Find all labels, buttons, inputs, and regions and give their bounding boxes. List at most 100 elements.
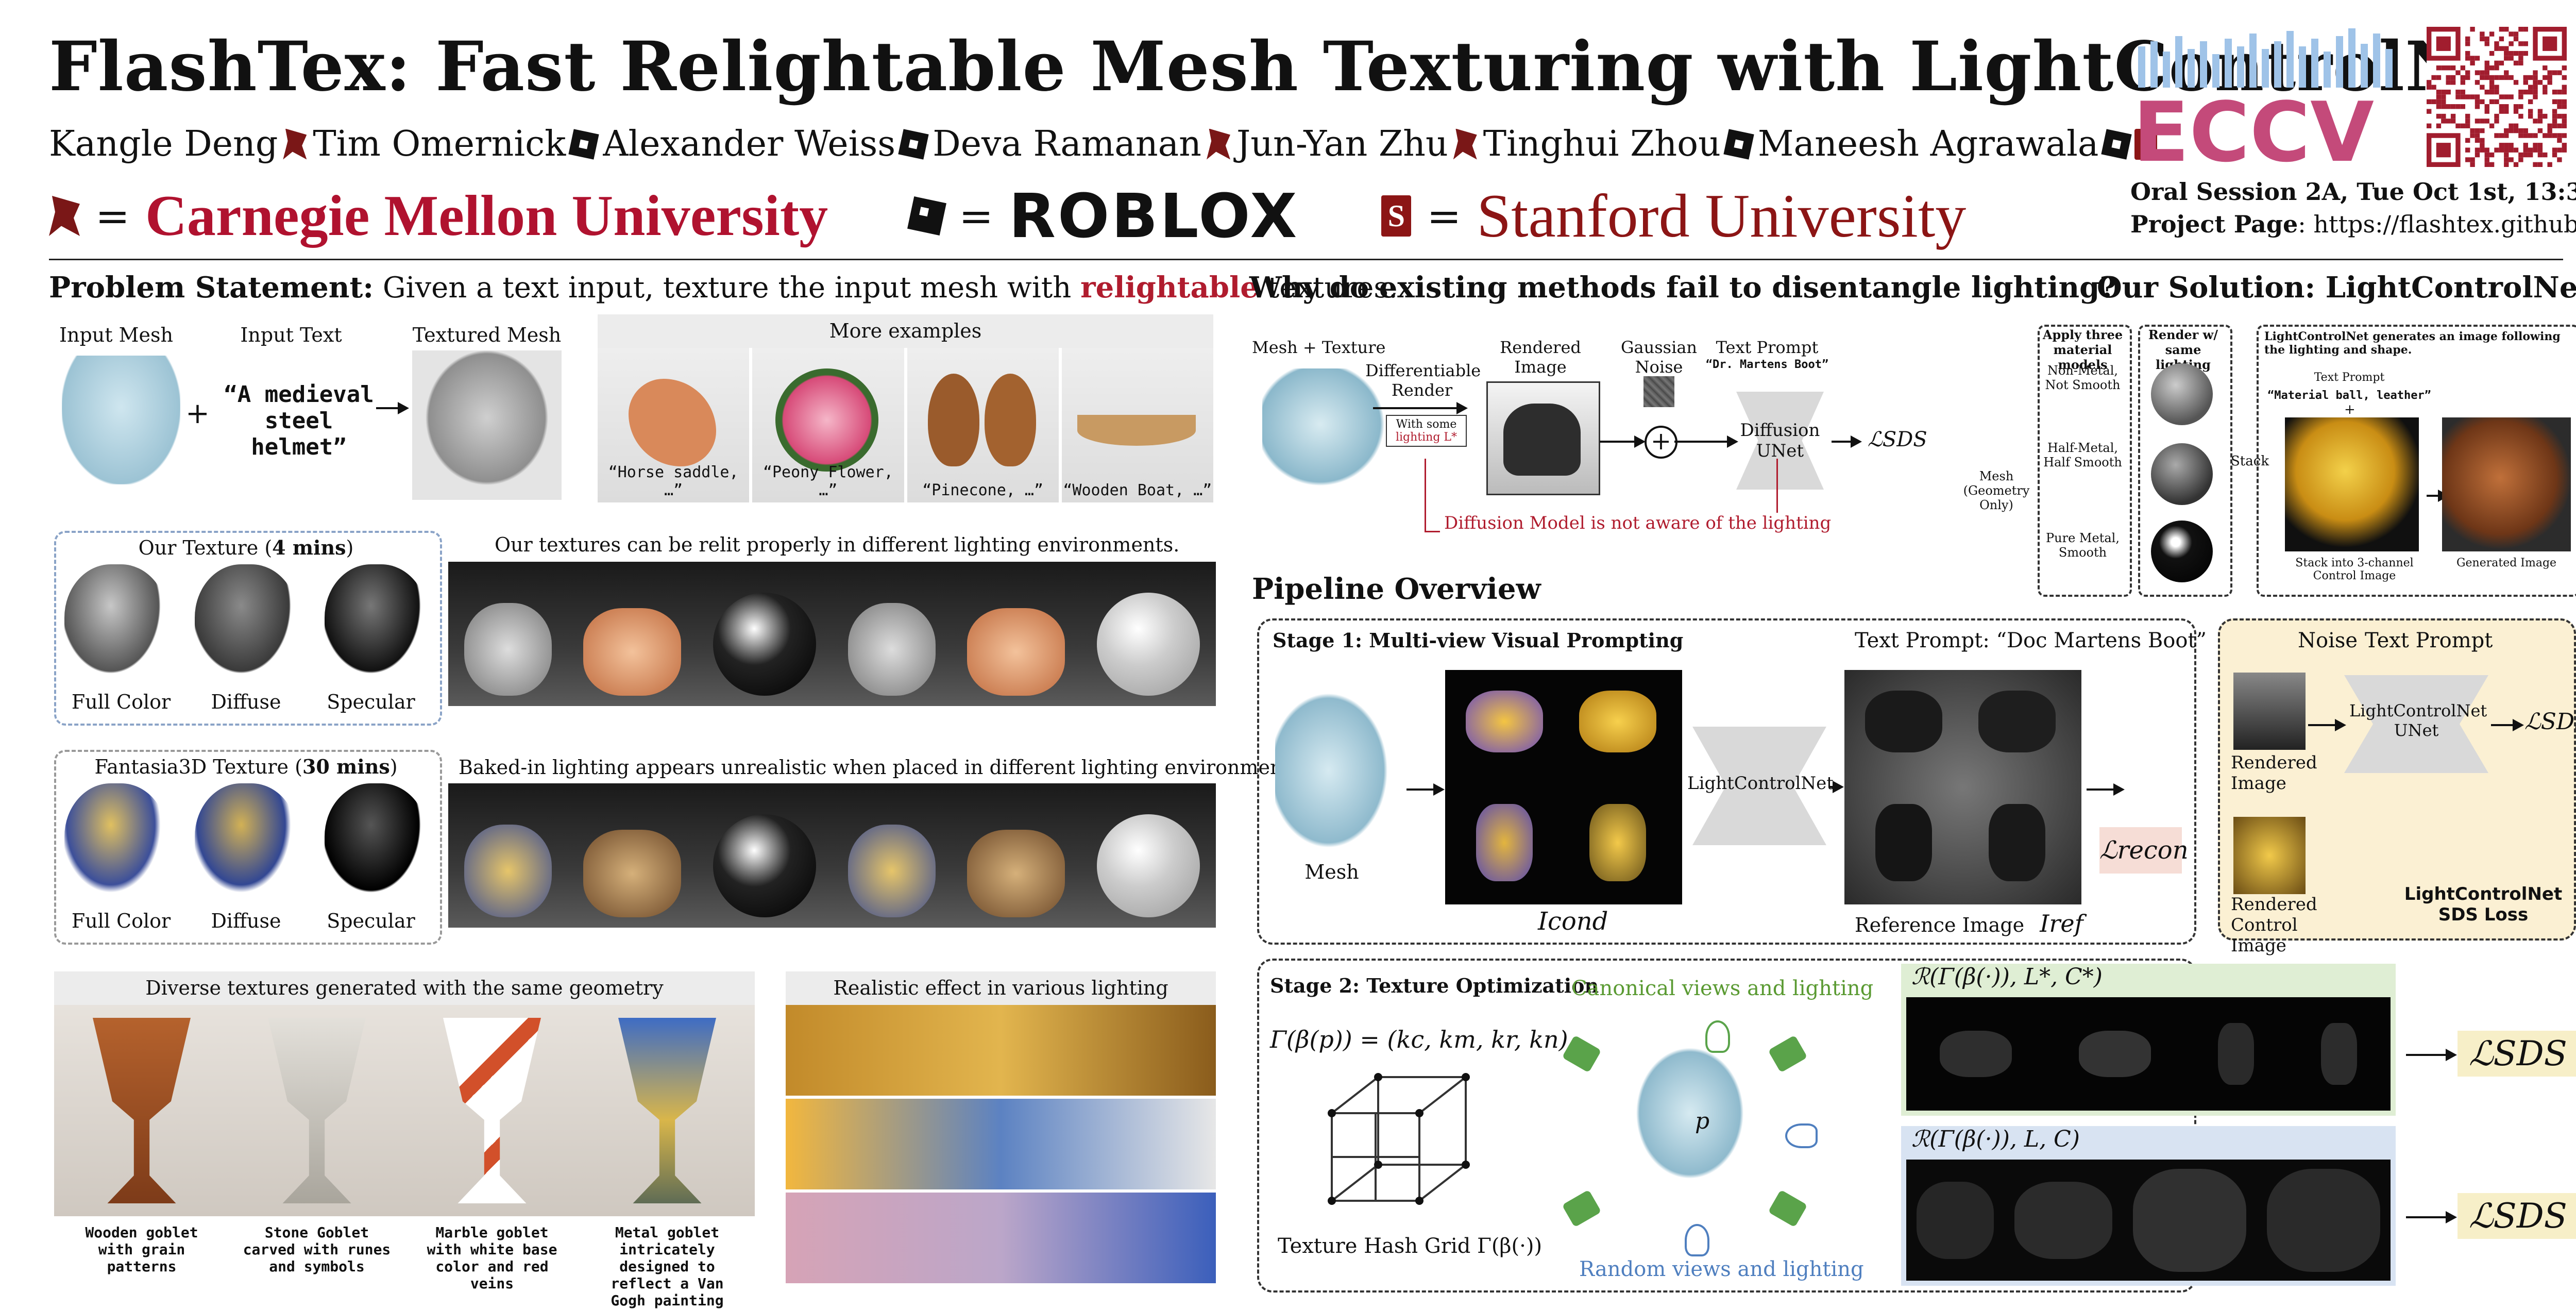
goblet-gallery [54, 1005, 755, 1216]
canonical-sds-loss: ℒSDS [2458, 1031, 2576, 1077]
goblet-metal [618, 1018, 716, 1203]
arrow-icon [2406, 1049, 2457, 1061]
example-pinecone: “Pinecone, …” [907, 348, 1059, 502]
noise-patch [1643, 376, 1674, 407]
session-info: Oral Session 2A, Tue Oct 1st, 13:30–15:3… [2130, 178, 2576, 206]
diff-render-label: Differentiable Render [1365, 361, 1481, 400]
cmu-logo-icon [1453, 128, 1477, 160]
header-divider [49, 259, 2563, 260]
hash-grid-label: Texture Hash Grid Γ(β(·)) [1278, 1234, 1543, 1258]
hash-grid-icon [1328, 1073, 1470, 1205]
cmu-logo-icon [49, 196, 80, 236]
goblet-marble [443, 1018, 541, 1203]
arrow-icon [2491, 719, 2524, 731]
more-examples-header: More examples [598, 314, 1213, 348]
generation-box [2257, 325, 2576, 597]
sds-loss-label: ℒSDS [1868, 428, 1927, 451]
r-random-label: ℛ(Γ(β(·)), L, C) [1911, 1126, 2080, 1152]
generated-label: Generated Image [2456, 557, 2557, 569]
random-label: Random views and lighting [1579, 1257, 1864, 1281]
our-full-color [64, 564, 167, 683]
random-render-image [1906, 1160, 2391, 1281]
cmu-logo-icon [283, 128, 307, 160]
sds-noise-label: Noise [2298, 629, 2358, 652]
qr-code[interactable] [2427, 27, 2567, 167]
control-image [2285, 417, 2419, 551]
arrow-icon [1600, 435, 1646, 448]
stack-label: Stack [2231, 454, 2269, 469]
author-6: Tinghui Zhou [1483, 124, 1754, 164]
project-link[interactable]: https://flashtex.github.io/ [2313, 210, 2576, 238]
generated-image [2442, 417, 2571, 551]
not-aware-text: Diffusion Model is not aware of the ligh… [1440, 513, 1836, 533]
why-heading: Why do existing methods fail to disentan… [1249, 271, 2117, 305]
gamma-equation: Γ(β(p)) = (kc, km, kr, kn) [1270, 1026, 1568, 1053]
generates-label: LightControlNet generates an image follo… [2264, 330, 2561, 357]
relit-strip [448, 562, 1216, 706]
roblox-logo-icon [2101, 128, 2132, 160]
relit-caption: Our textures can be relit properly in di… [495, 533, 1180, 556]
fantasia-box [54, 750, 442, 945]
light-bulb-icon [1685, 1224, 1709, 1256]
input-text-label: Input Text [240, 324, 342, 346]
our-texture-title: Our Texture (4 mins) [138, 536, 354, 559]
stage1-title: Stage 1: Multi-view Visual Prompting [1273, 629, 1684, 652]
lighting-note: With some lighting L* [1386, 415, 1467, 447]
more-examples-gallery: “Horse saddle, …” “Peony Flower, …” “Pin… [598, 348, 1213, 502]
author-2: Tim Omernick [313, 124, 600, 164]
example-saddle: “Horse saddle, …” [598, 348, 750, 502]
rendered-boot-image [1486, 381, 1600, 495]
material-2: Half-Metal, Half Smooth [2043, 441, 2122, 469]
cmu-logo-icon [1206, 128, 1230, 160]
sds-rendered-image [2233, 673, 2306, 750]
stage2-title: Stage 2: Texture Optimization [1270, 974, 1599, 997]
apply-three-label: Apply three material models [2042, 327, 2123, 372]
render-column [2138, 325, 2232, 597]
fantasia-labels: Full Color Diffuse Specular [71, 910, 415, 932]
goblet-stone [268, 1018, 366, 1203]
problem-heading: Problem Statement: Given a text input, t… [49, 271, 1398, 305]
canonical-label: Canonical views and lighting [1571, 977, 1874, 1000]
roblox-logo-icon [1723, 128, 1754, 160]
author-1: Kangle Deng [49, 124, 307, 164]
textured-mesh-label: Textured Mesh [412, 324, 562, 346]
arrow-icon [1832, 435, 1862, 448]
our-texture-images [64, 564, 428, 688]
boot-mesh-image [1262, 368, 1391, 492]
material-1: Non-Metal, Not Smooth [2045, 363, 2121, 392]
example-boat: “Wooden Boat, …” [1061, 348, 1213, 502]
plus-sign: + [185, 397, 210, 430]
example-peony: “Peony Flower, …” [752, 348, 904, 502]
lighting-row-3 [786, 1193, 1216, 1283]
add-circle-icon: + [1645, 426, 1677, 459]
sds-rendered-label: Rendered Image [2231, 752, 2317, 794]
r-canon-label: ℛ(Γ(β(·)), L*, C*) [1911, 964, 2103, 990]
our-texture-labels: Full Color Diffuse Specular [71, 691, 415, 713]
stage1-mesh-image [1275, 685, 1394, 855]
point-p-label: p [1695, 1108, 1710, 1134]
our-texture-box [54, 531, 442, 726]
roblox-affiliation: ROBLOX [1009, 180, 1299, 251]
fantasia-images [64, 783, 428, 907]
author-5: Jun-Yan Zhu [1236, 124, 1477, 164]
lightcontrolnet-label: LightControlNet [1687, 773, 1834, 794]
prompt-value: “Dr. Martens Boot” [1705, 358, 1829, 371]
author-3: Alexander Weiss [603, 124, 929, 164]
recon-loss: ℒrecon [2099, 827, 2189, 874]
mesh-texture-label: Mesh + Texture [1252, 338, 1386, 357]
reference-label: Reference Image Iref [1855, 910, 2083, 937]
text-prompt-label: Text Prompt [1716, 338, 1819, 357]
pipeline-heading: Pipeline Overview [1252, 572, 1541, 606]
arrow-icon [1406, 783, 1445, 796]
light-bulb-icon [1785, 1123, 1818, 1148]
input-mesh-label: Input Mesh [59, 324, 174, 346]
lighting-row-2 [786, 1099, 1216, 1189]
baked-caption: Baked-in lighting appears unrealistic wh… [459, 756, 1307, 779]
arrow-icon [376, 402, 409, 414]
fantasia-specular [325, 783, 428, 902]
roblox-logo-icon [898, 128, 929, 160]
arrow-icon [2406, 1211, 2457, 1223]
arrow-icon [1829, 781, 1844, 793]
stage2-mesh-image [1631, 1041, 1749, 1185]
